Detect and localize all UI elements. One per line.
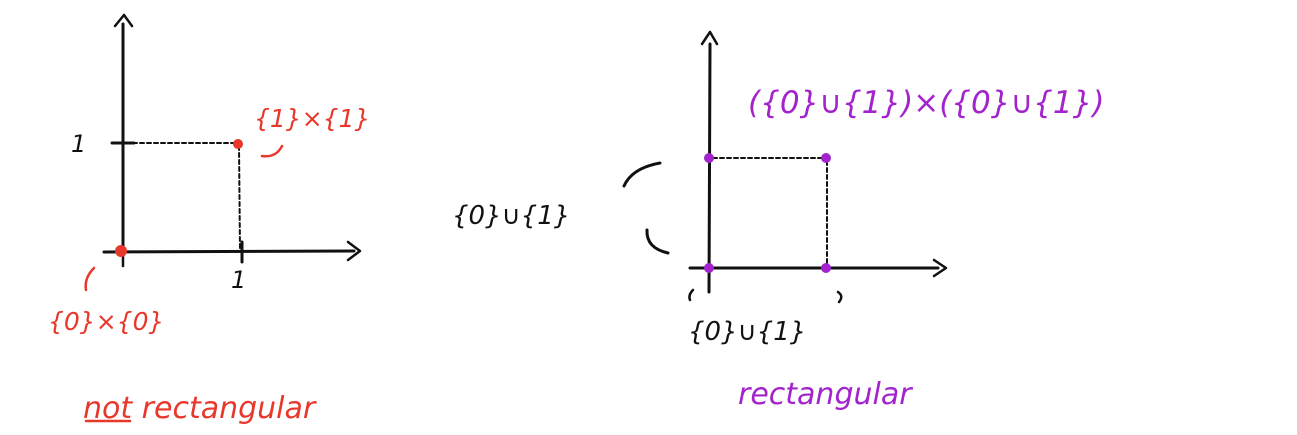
right-x-brace-left [688, 288, 695, 302]
left-point-top-label: {1}×{1} [254, 104, 370, 133]
right-x-arrowhead [932, 258, 948, 278]
left-origin-pointer-stroke [84, 266, 96, 292]
left-point-origin [115, 245, 127, 257]
right-caption: rectangular [738, 377, 913, 412]
right-x-brace-label: {0}∪{1} [688, 317, 806, 347]
right-point-1-0 [821, 263, 831, 273]
left-point-origin-label: {0}×{0} [48, 307, 164, 336]
right-y-arrowhead [700, 30, 719, 46]
left-diagram [102, 13, 362, 268]
right-point-0-0 [704, 263, 714, 273]
left-y-tick-label: 1 [71, 130, 86, 158]
right-y-brace-top [622, 161, 662, 188]
left-x-axis [102, 249, 356, 254]
right-y-brace-label: {0}∪{1} [452, 201, 570, 231]
left-top-pointer-stroke [260, 144, 284, 158]
right-x-brace-right [836, 290, 843, 304]
right-y-brace-bottom [645, 228, 670, 255]
left-point-top-right [233, 139, 243, 149]
left-dashed-vertical [238, 145, 241, 251]
right-set-product-label: ({0}∪{1})×({0}∪{1}) [748, 85, 1104, 121]
right-y-axis [707, 42, 712, 294]
left-x-tick-label: 1 [231, 266, 246, 294]
right-point-0-1 [704, 153, 714, 163]
right-point-1-1 [821, 153, 831, 163]
left-x-arrowhead [346, 240, 362, 262]
left-y-arrowhead [113, 13, 134, 28]
right-diagram [622, 30, 948, 304]
